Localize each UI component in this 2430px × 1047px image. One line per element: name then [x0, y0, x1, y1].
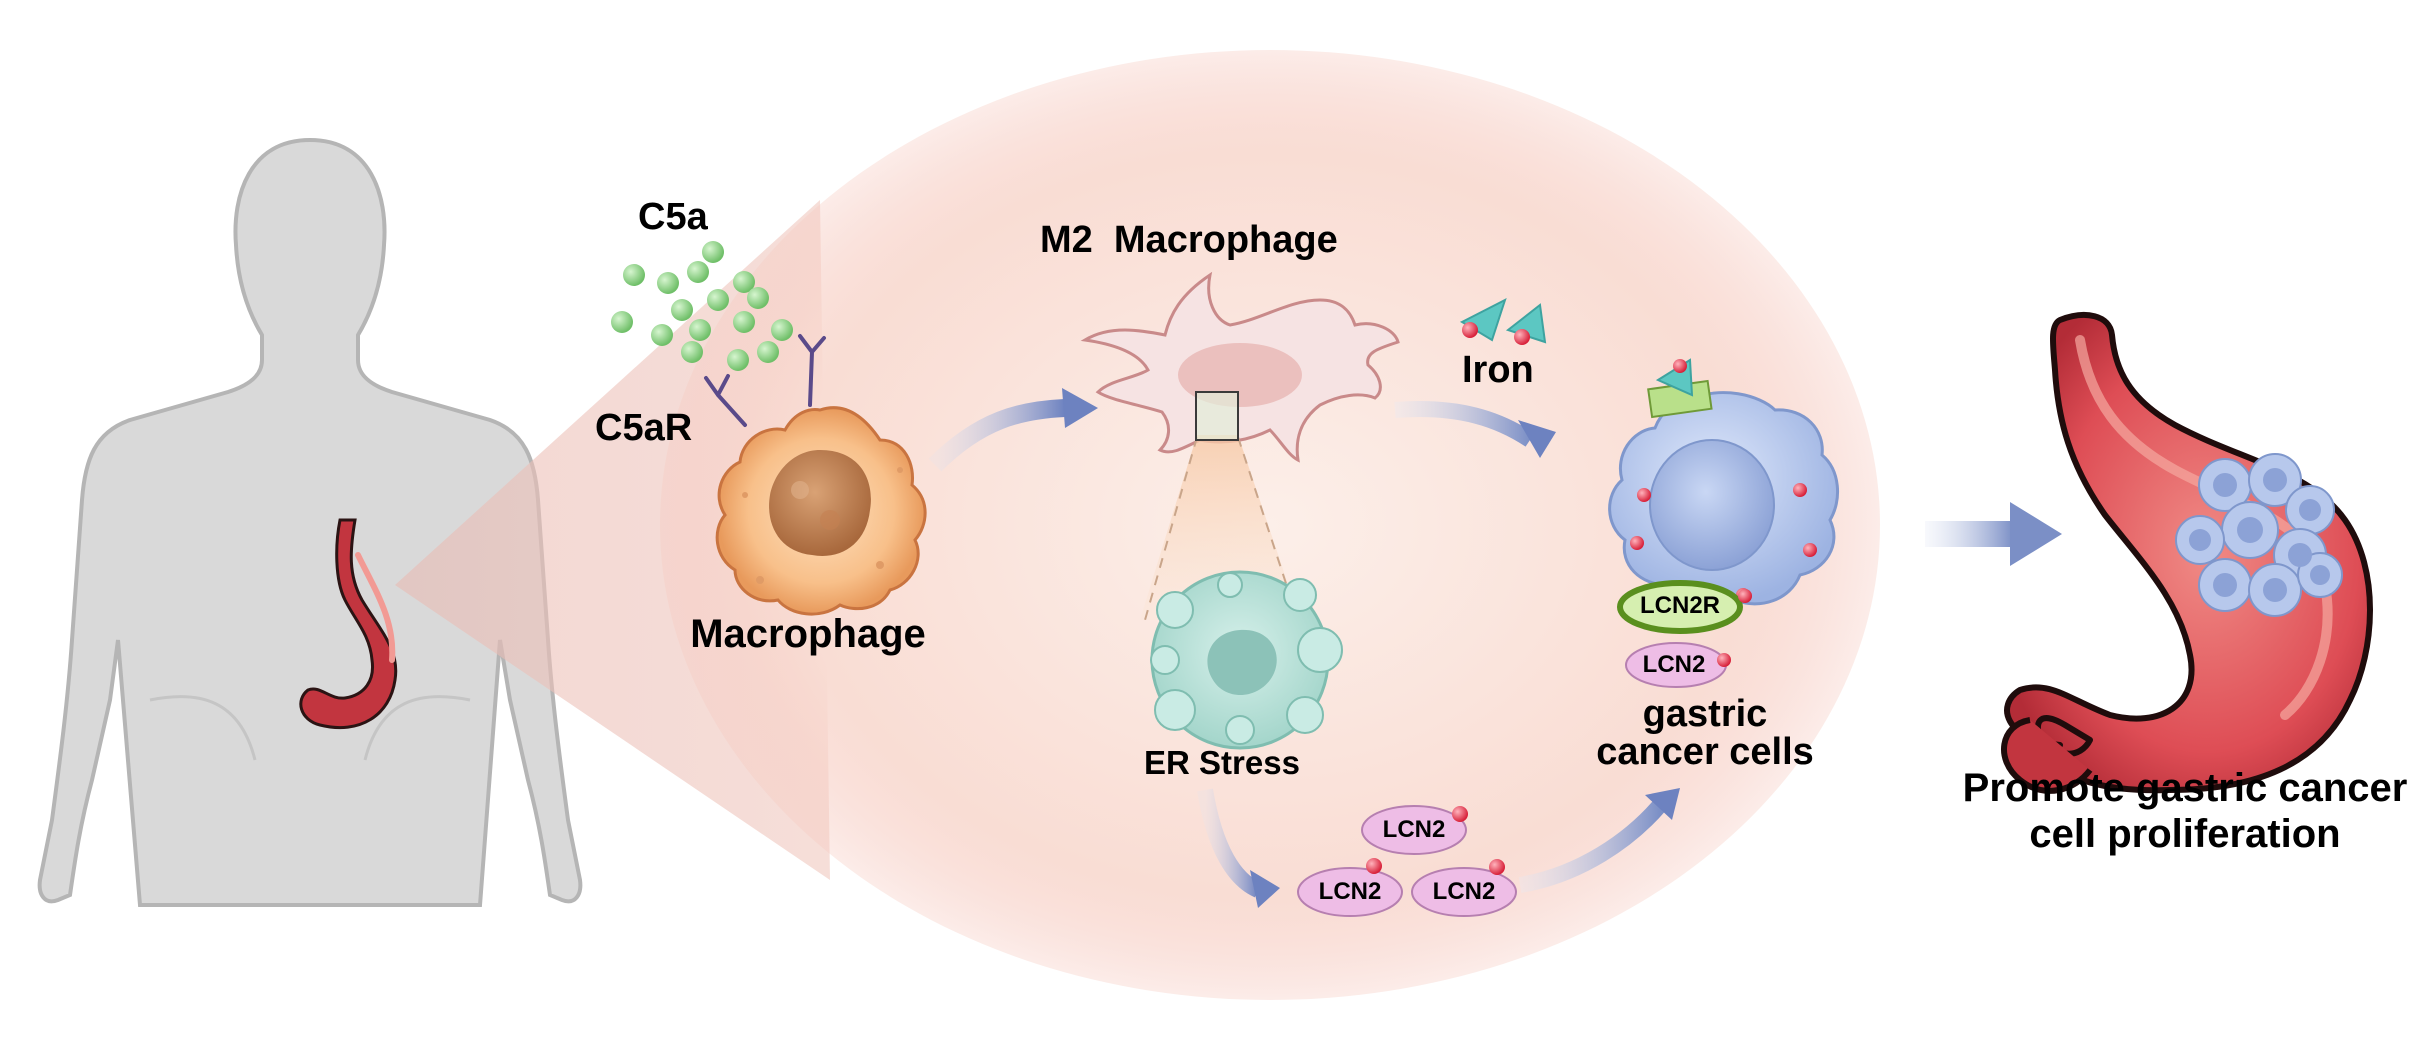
arrow-icon [1394, 401, 1535, 447]
gastric-cancer-cells-line2: cancer cells [1596, 731, 1814, 773]
lcn2-label: LCN2 [1432, 878, 1496, 905]
outcome-line2: cell proliferation [2029, 812, 2341, 856]
arrow-icon [1197, 788, 1262, 898]
human-silhouette-icon [37, 137, 583, 907]
iron-label: Iron [1462, 349, 1534, 391]
lcn2r-label: LCN2R [1639, 592, 1721, 619]
c5a-particle-icon [611, 241, 793, 371]
c5ar-receptor-icon [704, 334, 826, 427]
lcn2-label: LCN2 [1318, 878, 1382, 905]
lcn2-label: LCN2 [1642, 651, 1706, 678]
er-zoom-line-right [1237, 436, 1299, 621]
macrophage-label: Macrophage [690, 612, 926, 656]
arrow-head [1250, 870, 1280, 908]
c5ar-label: C5aR [595, 407, 693, 449]
c5a-label: C5a [638, 196, 708, 238]
m2-macrophage-label: M2 Macrophage [1040, 219, 1338, 261]
arrow-head [1518, 420, 1556, 458]
arrow-head [1645, 788, 1680, 820]
gastric-cancer-cells-label: gastric cancer cells [1596, 695, 1814, 771]
cancer-cell-icon [1608, 358, 1840, 607]
er-stress-label: ER Stress [1144, 744, 1300, 781]
outcome-line1: Promote gastric cancer [1962, 766, 2408, 810]
macrophage-cell-icon [715, 406, 927, 616]
outcome-label: Promote gastric cancer cell proliferatio… [1963, 765, 2408, 857]
arrow-icon [1518, 799, 1667, 893]
stomach-icon [2001, 312, 2373, 794]
zoom-oval [660, 50, 1880, 1000]
stomach-icon [299, 518, 398, 730]
er-zoom-box [1195, 391, 1239, 441]
gastric-cancer-cells-line1: gastric [1642, 693, 1768, 735]
iron-icon [1459, 298, 1547, 345]
er-stress-cell-icon [1150, 570, 1343, 750]
lcn2r-receptor-icon [1617, 580, 1752, 634]
lcn2-protein-icon [1297, 642, 1731, 917]
arrow-icon [928, 399, 1066, 472]
arrow-icon [1925, 502, 2062, 566]
er-zoom-line-left [1144, 436, 1198, 621]
arrow-head [1062, 388, 1098, 428]
lcn2-label: LCN2 [1382, 816, 1446, 843]
